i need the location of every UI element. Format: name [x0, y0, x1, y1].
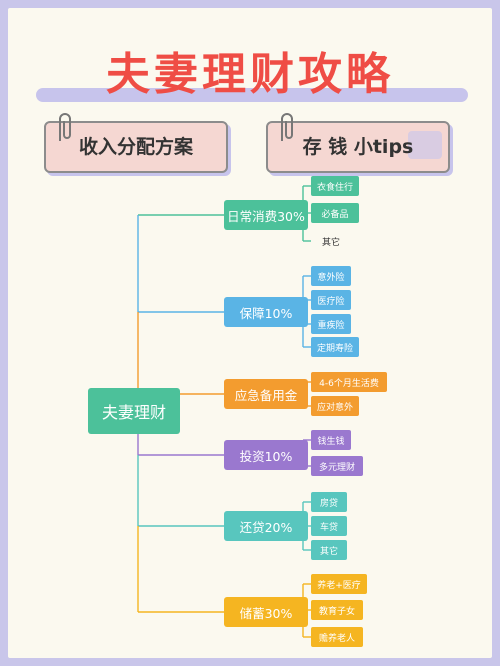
card-saving-tips-label: 存 钱 小tips	[302, 136, 414, 158]
leaf-node: 教育子女	[311, 600, 363, 620]
branch-node: 保障10%	[224, 297, 308, 327]
leaf-node: 多元理财	[311, 456, 363, 476]
leaf-node: 钱生钱	[311, 430, 351, 450]
branch-node: 应急备用金	[224, 379, 308, 409]
card-saving-tips: 存 钱 小tips	[266, 113, 450, 173]
leaf-node: 其它	[321, 237, 340, 248]
leaf-node: 车贷	[311, 516, 347, 536]
leaf-node: 衣食住行	[311, 176, 360, 196]
leaf-node: 意外险	[311, 266, 351, 286]
paperclip-icon	[281, 113, 293, 141]
leaf-node: 房贷	[311, 492, 347, 512]
branch-node: 投资10%	[224, 440, 308, 470]
branch-node: 储蓄30%	[224, 597, 308, 627]
card-shade	[408, 131, 442, 159]
card-income-plan-label: 收入分配方案	[78, 136, 193, 158]
branch-node: 还贷20%	[224, 511, 308, 541]
leaf-node: 其它	[311, 540, 347, 560]
leaf-node: 定期寿险	[311, 337, 360, 357]
leaf-node: 重疾险	[311, 314, 351, 334]
leaf-node: 养老+医疗	[311, 574, 367, 594]
leaf-node: 必备品	[311, 203, 359, 223]
leaf-node: 赡养老人	[311, 627, 363, 647]
leaf-node: 4-6个月生活费	[311, 372, 387, 392]
poster: 夫妻理财攻略 收入分配方案 存 钱 小tips 夫妻理财 日常消费30%衣食住行必…	[8, 8, 492, 658]
connector-lines	[137, 185, 311, 638]
branch-node: 日常消费30%	[224, 200, 308, 230]
paperclip-icon	[59, 113, 71, 141]
leaf-node: 医疗险	[311, 290, 351, 310]
title-underline	[36, 88, 468, 102]
root-node: 夫妻理财	[88, 388, 180, 434]
page-title: 夫妻理财攻略	[106, 49, 394, 100]
leaf-node: 应对意外	[311, 396, 360, 416]
card-income-plan: 收入分配方案	[44, 113, 228, 173]
